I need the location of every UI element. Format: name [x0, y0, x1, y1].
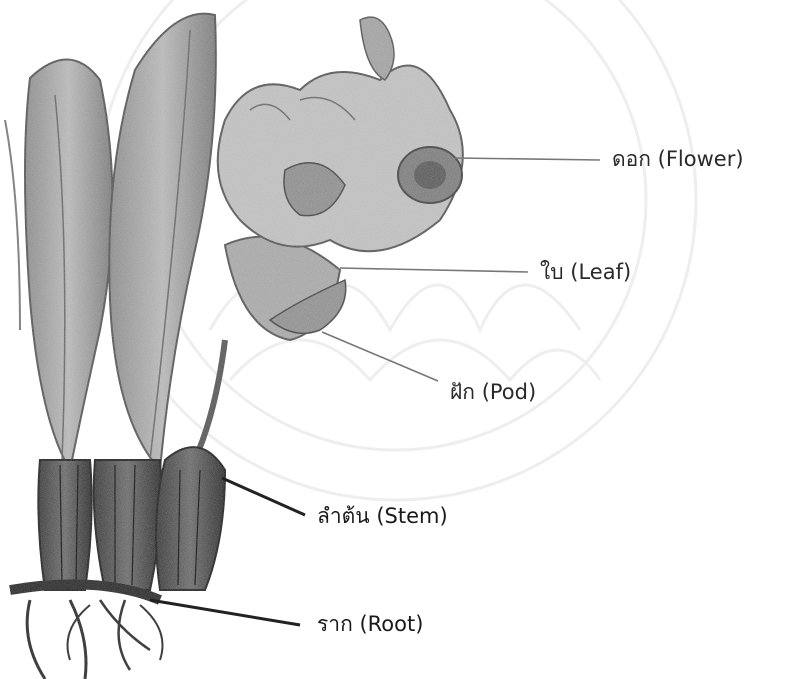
leaf-label: ใบ (Leaf): [540, 262, 631, 283]
stem-label: ลำต้น (Stem): [317, 506, 448, 527]
pod-label: ฝัก (Pod): [450, 382, 536, 403]
root-label: ราก (Root): [317, 614, 423, 635]
flower-label: ดอก (Flower): [612, 149, 744, 170]
